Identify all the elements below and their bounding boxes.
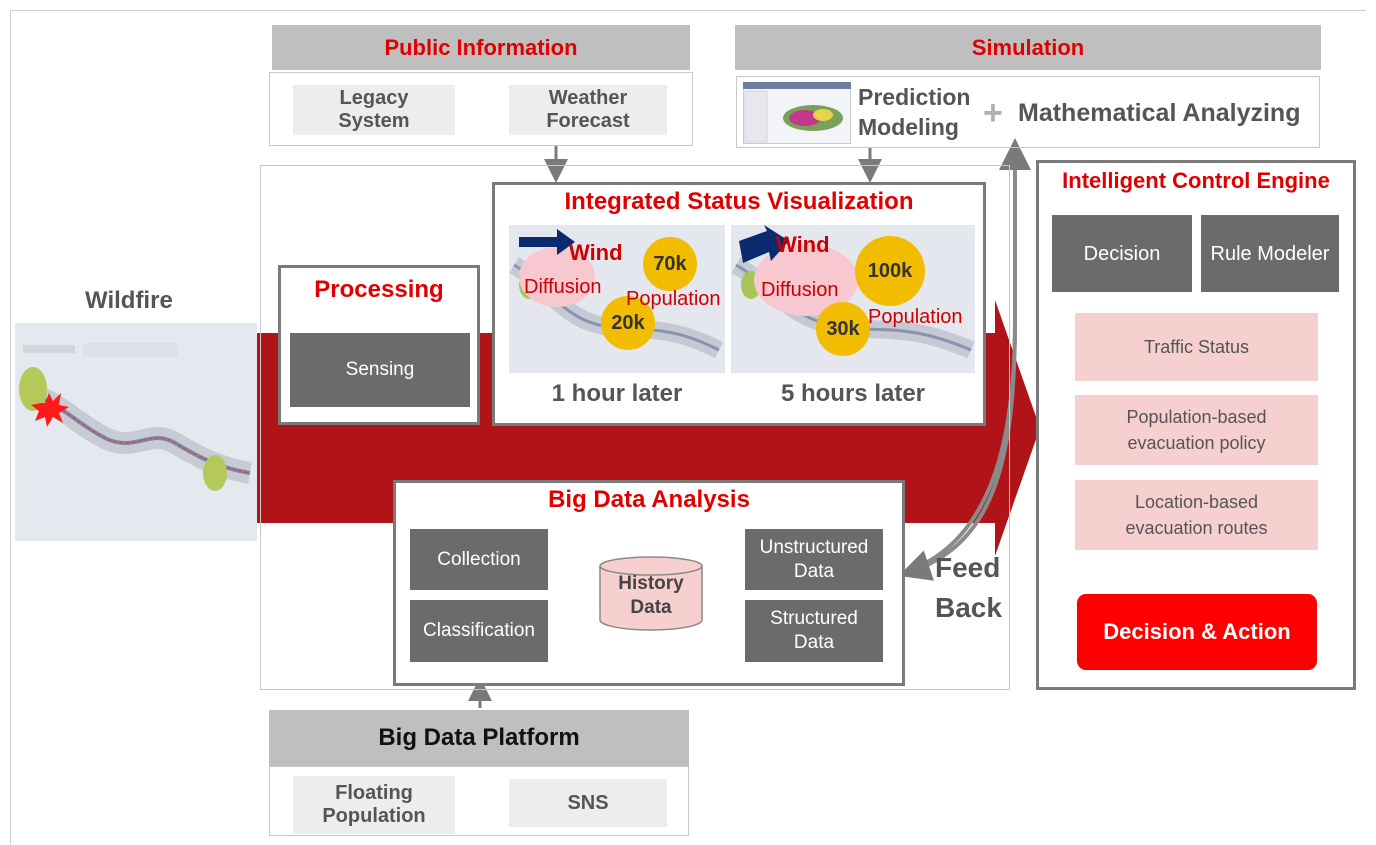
- decision-action-button: Decision & Action: [1077, 594, 1317, 670]
- diagram-frame: [10, 10, 1366, 845]
- collection-box: Collection: [410, 529, 548, 590]
- weather-forecast-cell: Weather Forecast: [509, 85, 667, 135]
- diffusion-label-1: Diffusion: [524, 276, 602, 298]
- main-panel: [260, 165, 1010, 690]
- traffic-status-box: Traffic Status: [1075, 313, 1318, 381]
- public-information-header: Public Information: [272, 25, 690, 70]
- fire-burst-icon: [31, 393, 69, 427]
- population-label-2: Population: [868, 306, 963, 328]
- diffusion-label-2: Diffusion: [761, 279, 839, 301]
- population-circle-30k: 30k: [816, 302, 870, 356]
- feedback-label: Feed Back: [935, 552, 1002, 623]
- prediction-modeling-label: Prediction Modeling: [858, 84, 971, 140]
- mathematical-analyzing-label: Mathematical Analyzing: [1018, 99, 1301, 127]
- simulation-header: Simulation: [735, 25, 1321, 70]
- population-circle-70k: 70k: [643, 237, 697, 291]
- visualization-title: Integrated Status Visualization: [564, 188, 914, 215]
- wind-label-2: Wind: [776, 232, 830, 257]
- sensing-box: Sensing: [290, 333, 470, 407]
- public-information-box: [269, 72, 693, 146]
- structured-data-box: Structured Data: [745, 600, 883, 662]
- database-cylinder-icon: [599, 556, 703, 631]
- location-routes-box: Location-based evacuation routes: [1075, 480, 1318, 550]
- population-circle-100k: 100k: [855, 236, 925, 306]
- wildfire-map: [15, 323, 257, 541]
- legacy-system-cell: Legacy System: [293, 85, 455, 135]
- caption-1-hour: 1 hour later: [551, 380, 683, 407]
- simulation-box: [736, 76, 1320, 148]
- population-circle-20k: 20k: [601, 296, 655, 350]
- population-label-1: Population: [626, 288, 721, 310]
- floating-population-cell: Floating Population: [293, 776, 455, 834]
- wind-arrow-icon: [519, 229, 575, 255]
- rule-modeler-box: Rule Modeler: [1201, 215, 1339, 292]
- big-data-analysis-title: Big Data Analysis: [548, 486, 750, 513]
- wildfire-title: Wildfire: [85, 287, 173, 314]
- population-policy-box: Population-based evacuation policy: [1075, 395, 1318, 465]
- plus-sign: +: [983, 94, 1003, 132]
- big-data-platform-header: Big Data Platform: [269, 710, 689, 766]
- sns-cell: SNS: [509, 779, 667, 827]
- classification-box: Classification: [410, 600, 548, 662]
- processing-title: Processing: [314, 276, 444, 303]
- up-arrow: [622, 425, 690, 468]
- wind-arrow-icon: [739, 225, 789, 263]
- big-data-platform-box: [269, 766, 689, 836]
- unstructured-data-box: Unstructured Data: [745, 529, 883, 590]
- history-data-label: History Data: [618, 573, 684, 618]
- engine-title: Intelligent Control Engine: [1062, 168, 1330, 193]
- wind-label-1: Wind: [569, 240, 623, 265]
- prediction-thumbnail: [743, 82, 851, 144]
- decision-box: Decision: [1052, 215, 1192, 292]
- caption-5-hours: 5 hours later: [780, 380, 926, 407]
